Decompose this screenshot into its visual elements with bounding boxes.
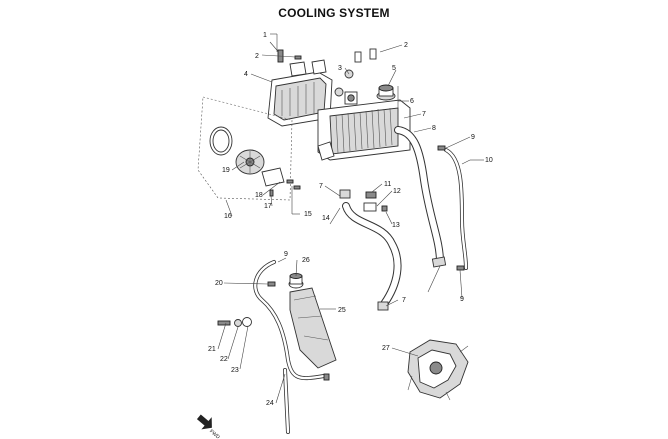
fasteners-21-22-23-part <box>217 281 330 381</box>
bolt-part <box>269 41 302 63</box>
joint-11-12-13-part <box>363 191 388 212</box>
callout-6: 6 <box>410 98 414 105</box>
callout-9b: 9 <box>284 251 288 258</box>
callout-3: 3 <box>338 65 342 72</box>
callout-17: 17 <box>264 203 272 210</box>
radiator-part <box>317 91 411 161</box>
callout-24: 24 <box>266 400 274 407</box>
callout-4: 4 <box>244 71 248 78</box>
drain-hose-24-part <box>283 368 290 434</box>
callout-25: 25 <box>338 307 346 314</box>
callout-14: 14 <box>322 215 330 222</box>
callout-16: 16 <box>224 213 232 220</box>
clip-9-part <box>437 145 465 271</box>
grommet-part <box>334 48 377 97</box>
overflow-hose-20-part <box>253 260 326 380</box>
callout-labels: 1 2 2 3 4 5 6 7 8 9 10 11 12 13 14 15 16… <box>208 32 493 407</box>
lower-radiator-hose-part <box>339 189 402 311</box>
callout-22: 22 <box>220 356 228 363</box>
callout-1: 1 <box>263 32 267 39</box>
thermostat-housing-part <box>407 339 469 401</box>
page-title: COOLING SYSTEM <box>278 6 390 20</box>
upper-radiator-hose-part <box>394 126 447 268</box>
callout-23: 23 <box>231 367 239 374</box>
callout-12: 12 <box>393 188 401 195</box>
callout-2b: 2 <box>404 42 408 49</box>
callout-2: 2 <box>255 53 259 60</box>
callout-20: 20 <box>215 280 223 287</box>
callout-18: 18 <box>255 192 263 199</box>
callout-26: 26 <box>302 257 310 264</box>
callout-8: 8 <box>432 125 436 132</box>
radiator-guard-part <box>267 59 333 127</box>
callout-10: 10 <box>485 157 493 164</box>
hose-10-part <box>444 148 468 270</box>
callout-19: 19 <box>222 167 230 174</box>
callout-27: 27 <box>382 345 390 352</box>
leader-lines <box>217 33 484 404</box>
callout-11: 11 <box>384 181 391 188</box>
forward-marker-label: FWD <box>208 429 221 439</box>
radiator-cap-part <box>376 84 396 101</box>
callout-13: 13 <box>392 222 400 229</box>
callout-7b: 7 <box>319 183 323 190</box>
callout-9: 9 <box>471 134 475 141</box>
callout-21: 21 <box>208 346 216 353</box>
callout-7c: 7 <box>402 297 406 304</box>
callout-5: 5 <box>392 65 396 72</box>
forward-arrow-icon <box>196 414 212 430</box>
callout-7: 7 <box>422 111 426 118</box>
reservoir-tank-part <box>288 273 337 369</box>
fan-shroud-group <box>197 96 301 201</box>
callout-15: 15 <box>304 211 312 218</box>
callout-9c: 9 <box>460 296 464 303</box>
